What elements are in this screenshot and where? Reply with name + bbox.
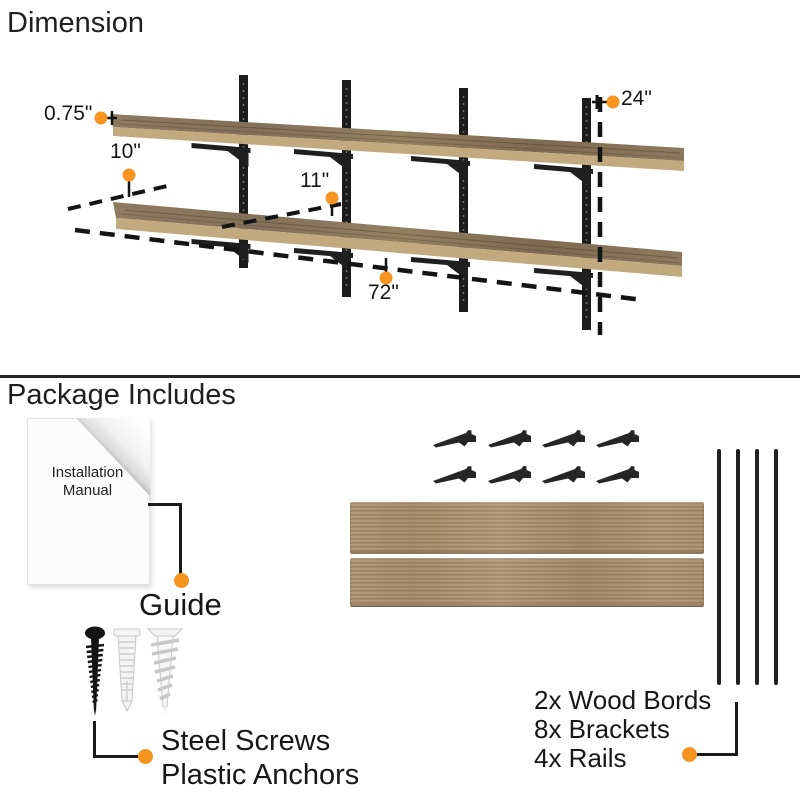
- dim-label-72: 72": [368, 281, 399, 304]
- parts-list: 2x Wood Bords 8x Brackets 4x Rails: [534, 686, 711, 773]
- parts-list-item: 8x Brackets: [534, 714, 670, 744]
- package-rail: [717, 449, 721, 685]
- top-shelf-board: [110, 114, 684, 171]
- anchors-label: Plastic Anchors: [161, 759, 360, 791]
- screws-connector-v: [93, 721, 96, 758]
- package-wood-board: [350, 558, 704, 607]
- screws-label: Steel Screws: [161, 725, 331, 757]
- package-wood-board: [350, 502, 704, 554]
- steel-screw-icon: [85, 626, 105, 716]
- dimension-lines: [67, 95, 644, 335]
- screws-connector-h: [93, 755, 140, 758]
- package-rail: [755, 449, 759, 685]
- callout-dot: [94, 111, 108, 125]
- manual-text: Installation Manual: [51, 464, 124, 499]
- package-section-title: Package Includes: [7, 379, 236, 411]
- callout-dots: [94, 95, 620, 285]
- callout-dot: [682, 747, 697, 762]
- callout-dot: [325, 191, 339, 205]
- package-rail: [736, 449, 740, 685]
- callout-dot: [606, 95, 620, 109]
- callout-dot: [138, 749, 153, 764]
- guide-label: Guide: [139, 587, 222, 622]
- dim-label-thickness: 0.75": [44, 102, 93, 125]
- bottom-shelf-board: [113, 202, 682, 277]
- dimension-section-title: Dimension: [7, 7, 144, 39]
- rails-connector-h: [697, 753, 738, 756]
- dim-label-24: 24": [621, 87, 652, 110]
- section-divider: [0, 375, 800, 378]
- callout-dot: [174, 573, 189, 588]
- screws-anchors-icon: [85, 626, 184, 716]
- dim-label-11: 11": [300, 169, 330, 192]
- shelf-diagram: [67, 75, 684, 335]
- package-brackets: [433, 430, 639, 484]
- rails-connector-v: [735, 702, 738, 756]
- package-rail: [774, 449, 778, 685]
- guide-connector-h: [148, 503, 181, 506]
- dim-label-10: 10": [110, 140, 141, 163]
- callout-dot: [379, 271, 393, 285]
- spiral-anchor-icon: [146, 628, 184, 715]
- guide-connector-v: [179, 503, 182, 577]
- parts-list-item: 4x Rails: [534, 743, 627, 773]
- plastic-anchor-icon: [113, 628, 141, 713]
- installation-manual: [27, 418, 150, 585]
- parts-list-item: 2x Wood Bords: [534, 685, 712, 715]
- callout-dot: [122, 168, 136, 182]
- wall-rails: [239, 75, 591, 330]
